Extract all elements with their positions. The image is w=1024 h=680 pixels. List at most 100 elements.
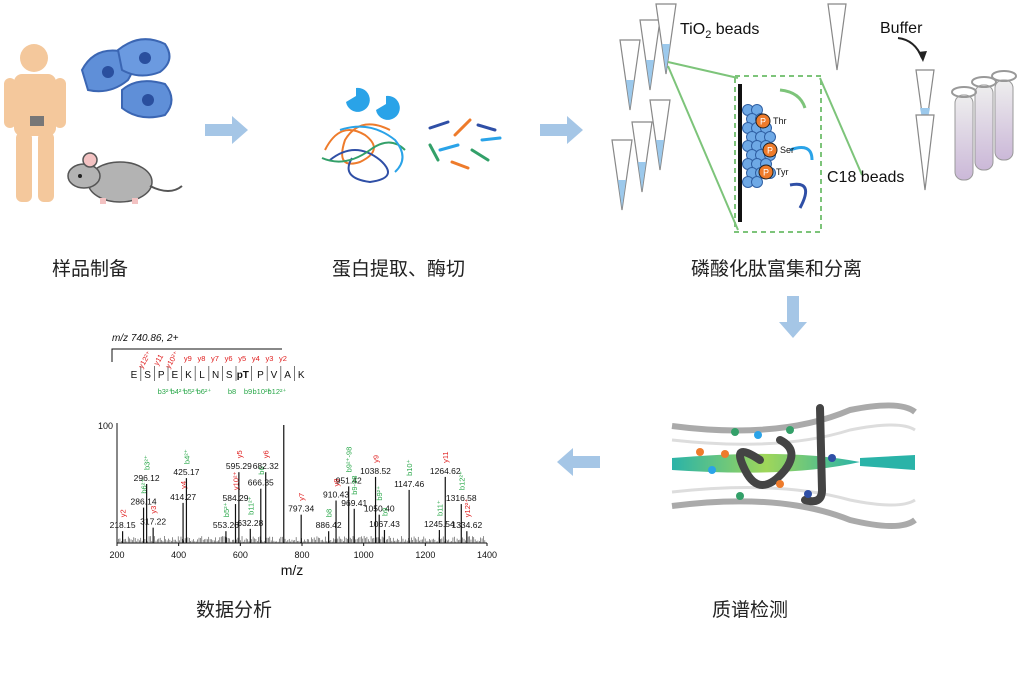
peak-ion-label: b6 — [257, 466, 266, 474]
sequence-residue: pT — [237, 370, 249, 381]
peak-mz-label: 317.22 — [140, 517, 166, 527]
peak-ion-label: y4 — [179, 481, 188, 489]
arrow-left-icon — [557, 448, 600, 476]
peak-ion-label: b9-98 — [350, 476, 359, 495]
peptide-fragments-icon — [428, 118, 502, 170]
step-label-ms: 质谱检测 — [712, 599, 789, 621]
sequence-residue: A — [284, 370, 291, 381]
b-ion-label: b12²⁺ — [268, 387, 287, 396]
peak-mz-label: 666.35 — [248, 478, 274, 488]
b-ion-label: b4²⁺ — [171, 387, 186, 396]
precursor-bracket — [111, 348, 282, 362]
peak-mz-label: 414.27 — [170, 492, 196, 502]
sequence-residue: N — [212, 370, 219, 381]
zoom-box — [734, 75, 822, 233]
peak-mz-label: 286.14 — [131, 497, 157, 507]
x-tick-label: 600 — [233, 550, 248, 560]
b-ion-label: b10²⁺ — [253, 387, 272, 396]
peak-mz-label: 296.12 — [134, 473, 160, 483]
sequence-residue: L — [199, 370, 205, 381]
x-tick-label: 800 — [294, 550, 309, 560]
peak-mz-label: 584.29 — [222, 493, 248, 503]
x-tick-label: 400 — [171, 550, 186, 560]
ion-guide-rails — [671, 402, 917, 529]
peak-mz-label: 1245.54 — [424, 519, 455, 529]
residue-thr: Thr — [773, 116, 787, 126]
peak-mz-label: 682.32 — [253, 461, 279, 471]
x-tick-label: 1000 — [354, 550, 374, 560]
y-ion-label: y12²⁺ — [136, 349, 153, 370]
tio2-beads-label: TiO2 beads — [680, 21, 759, 41]
peak-mz-label: 951.42 — [336, 475, 362, 485]
y-ion-label: y6 — [225, 354, 233, 363]
digestion-illustration — [321, 87, 502, 184]
arrow-down-icon — [779, 296, 807, 338]
peak-ion-label: b6²⁺ — [140, 479, 149, 494]
y-ion-label: y4 — [252, 354, 260, 363]
peak-mz-label: 632.28 — [237, 518, 263, 528]
arrow-right-icon — [540, 116, 583, 144]
protein-tangle-icon — [321, 123, 406, 184]
ms-detection-illustration — [671, 402, 917, 529]
peak-mz-label: 1147.46 — [394, 479, 424, 489]
tio2-bead — [751, 176, 763, 188]
step-label-sample-prep: 样品制备 — [52, 258, 129, 280]
peak-ion-label: y11 — [441, 451, 450, 463]
human-body-icon — [4, 44, 66, 202]
peak-ion-label: y9 — [372, 455, 381, 463]
peak-ion-label: y10²⁺ — [231, 471, 240, 490]
phosphopeptide-strands — [779, 88, 814, 209]
peak-mz-label: 886.42 — [316, 520, 342, 530]
enrichment-illustration: P Thr P Ser P Tyr TiO2 beads Buffer C18 … — [611, 3, 1017, 233]
peak-ion-label: b12²⁺ — [457, 471, 466, 490]
precursor-label: m/z 740.86, 2+ — [112, 333, 179, 344]
sequence-residue: P — [158, 370, 165, 381]
sequence-residue: S — [144, 370, 151, 381]
buffer-arrow-icon — [897, 37, 923, 59]
peak-mz-label: 1334.62 — [451, 520, 482, 530]
peak-mz-label: 1067.43 — [369, 519, 400, 529]
y-ion-label: y3 — [265, 354, 273, 363]
residue-tyr: Tyr — [776, 167, 789, 177]
peak-ion-label: y7 — [297, 493, 306, 501]
sequence-residue: E — [131, 370, 138, 381]
peak-mz-label: 969.41 — [341, 498, 367, 508]
y-ion-label: y9 — [184, 354, 192, 363]
peak-ion-label: y8 — [332, 479, 341, 487]
zoom-lines-icon — [667, 61, 863, 231]
peak-ion-label: b8 — [325, 509, 334, 517]
sequence-residue: E — [171, 370, 178, 381]
ion-beam — [672, 453, 860, 473]
collection-tubes-icon — [951, 70, 1017, 181]
peak-ion-label: y5 — [235, 450, 244, 458]
sequence-residue: P — [257, 370, 264, 381]
peak-ion-label: b9²⁺-98 — [345, 447, 354, 473]
peak-ion-label: y6 — [262, 450, 271, 458]
p-badge-text: P — [763, 168, 769, 178]
x-axis-label: m/z — [281, 562, 304, 578]
x-tick-label: 1400 — [477, 550, 497, 560]
step-label-analysis: 数据分析 — [196, 599, 273, 621]
y-ion-label: y10²⁺ — [163, 349, 180, 370]
peak-mz-label: 1038.52 — [360, 466, 391, 476]
y-ion-label: y7 — [211, 354, 219, 363]
y-ion-label: y5 — [238, 354, 246, 363]
x-tick-label: 200 — [109, 550, 124, 560]
peak-mz-label: 553.26 — [213, 520, 239, 530]
enzyme-icon — [376, 95, 400, 120]
peak-mz-label: 218.15 — [110, 520, 136, 530]
y-ion-label: y2 — [279, 354, 287, 363]
step-label-digestion: 蛋白提取、酶切 — [332, 258, 466, 280]
peptide-ion-icon — [736, 404, 827, 506]
mouse-icon — [67, 152, 183, 204]
buffer-arrowhead-icon — [918, 51, 927, 62]
sequence-residue: K — [298, 370, 305, 381]
peak-ion-label: y2 — [119, 509, 128, 517]
cells-icon — [80, 38, 173, 119]
x-tick-label: 1200 — [415, 550, 435, 560]
phospho-badge-thr: P Thr — [755, 113, 787, 129]
enzyme-icon — [346, 87, 370, 112]
